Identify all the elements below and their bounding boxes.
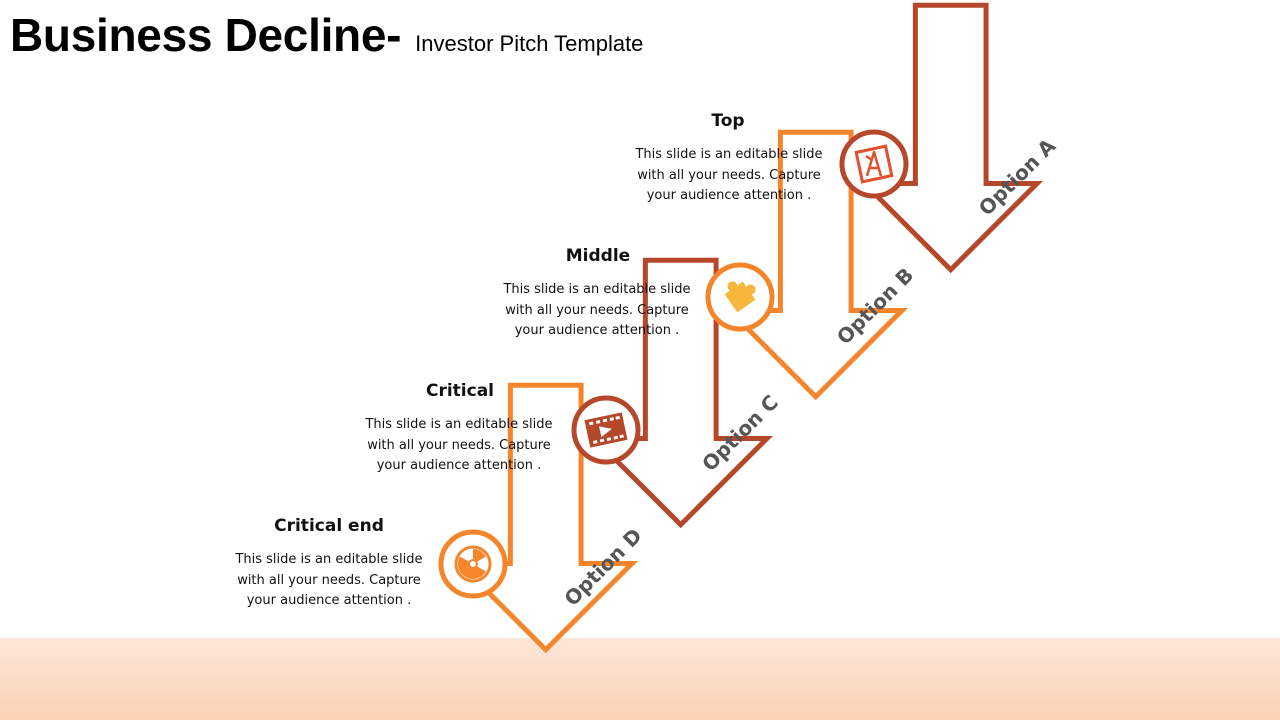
- step-heading-critical-end: Critical end: [274, 516, 384, 536]
- puzzle-icon: [705, 262, 775, 332]
- step-description-middle: This slide is an editable slide with all…: [503, 282, 691, 338]
- font-document-icon: [839, 129, 909, 199]
- title-main: Business Decline-: [10, 9, 402, 61]
- step-heading-top: Top: [711, 111, 745, 131]
- title-subtitle: Investor Pitch Template: [415, 31, 644, 56]
- step-description-critical: This slide is an editable slide with all…: [365, 417, 553, 473]
- step-heading-middle: Middle: [565, 246, 631, 266]
- step-heading-critical: Critical: [425, 381, 495, 401]
- step-description-critical-end: This slide is an editable slide with all…: [235, 552, 423, 608]
- slide-title: Business Decline- Investor Pitch Templat…: [10, 8, 643, 62]
- film-icon: [571, 395, 641, 465]
- radiation-icon: [438, 529, 508, 599]
- floor-band: [0, 638, 1280, 720]
- step-description-top: This slide is an editable slide with all…: [635, 147, 823, 203]
